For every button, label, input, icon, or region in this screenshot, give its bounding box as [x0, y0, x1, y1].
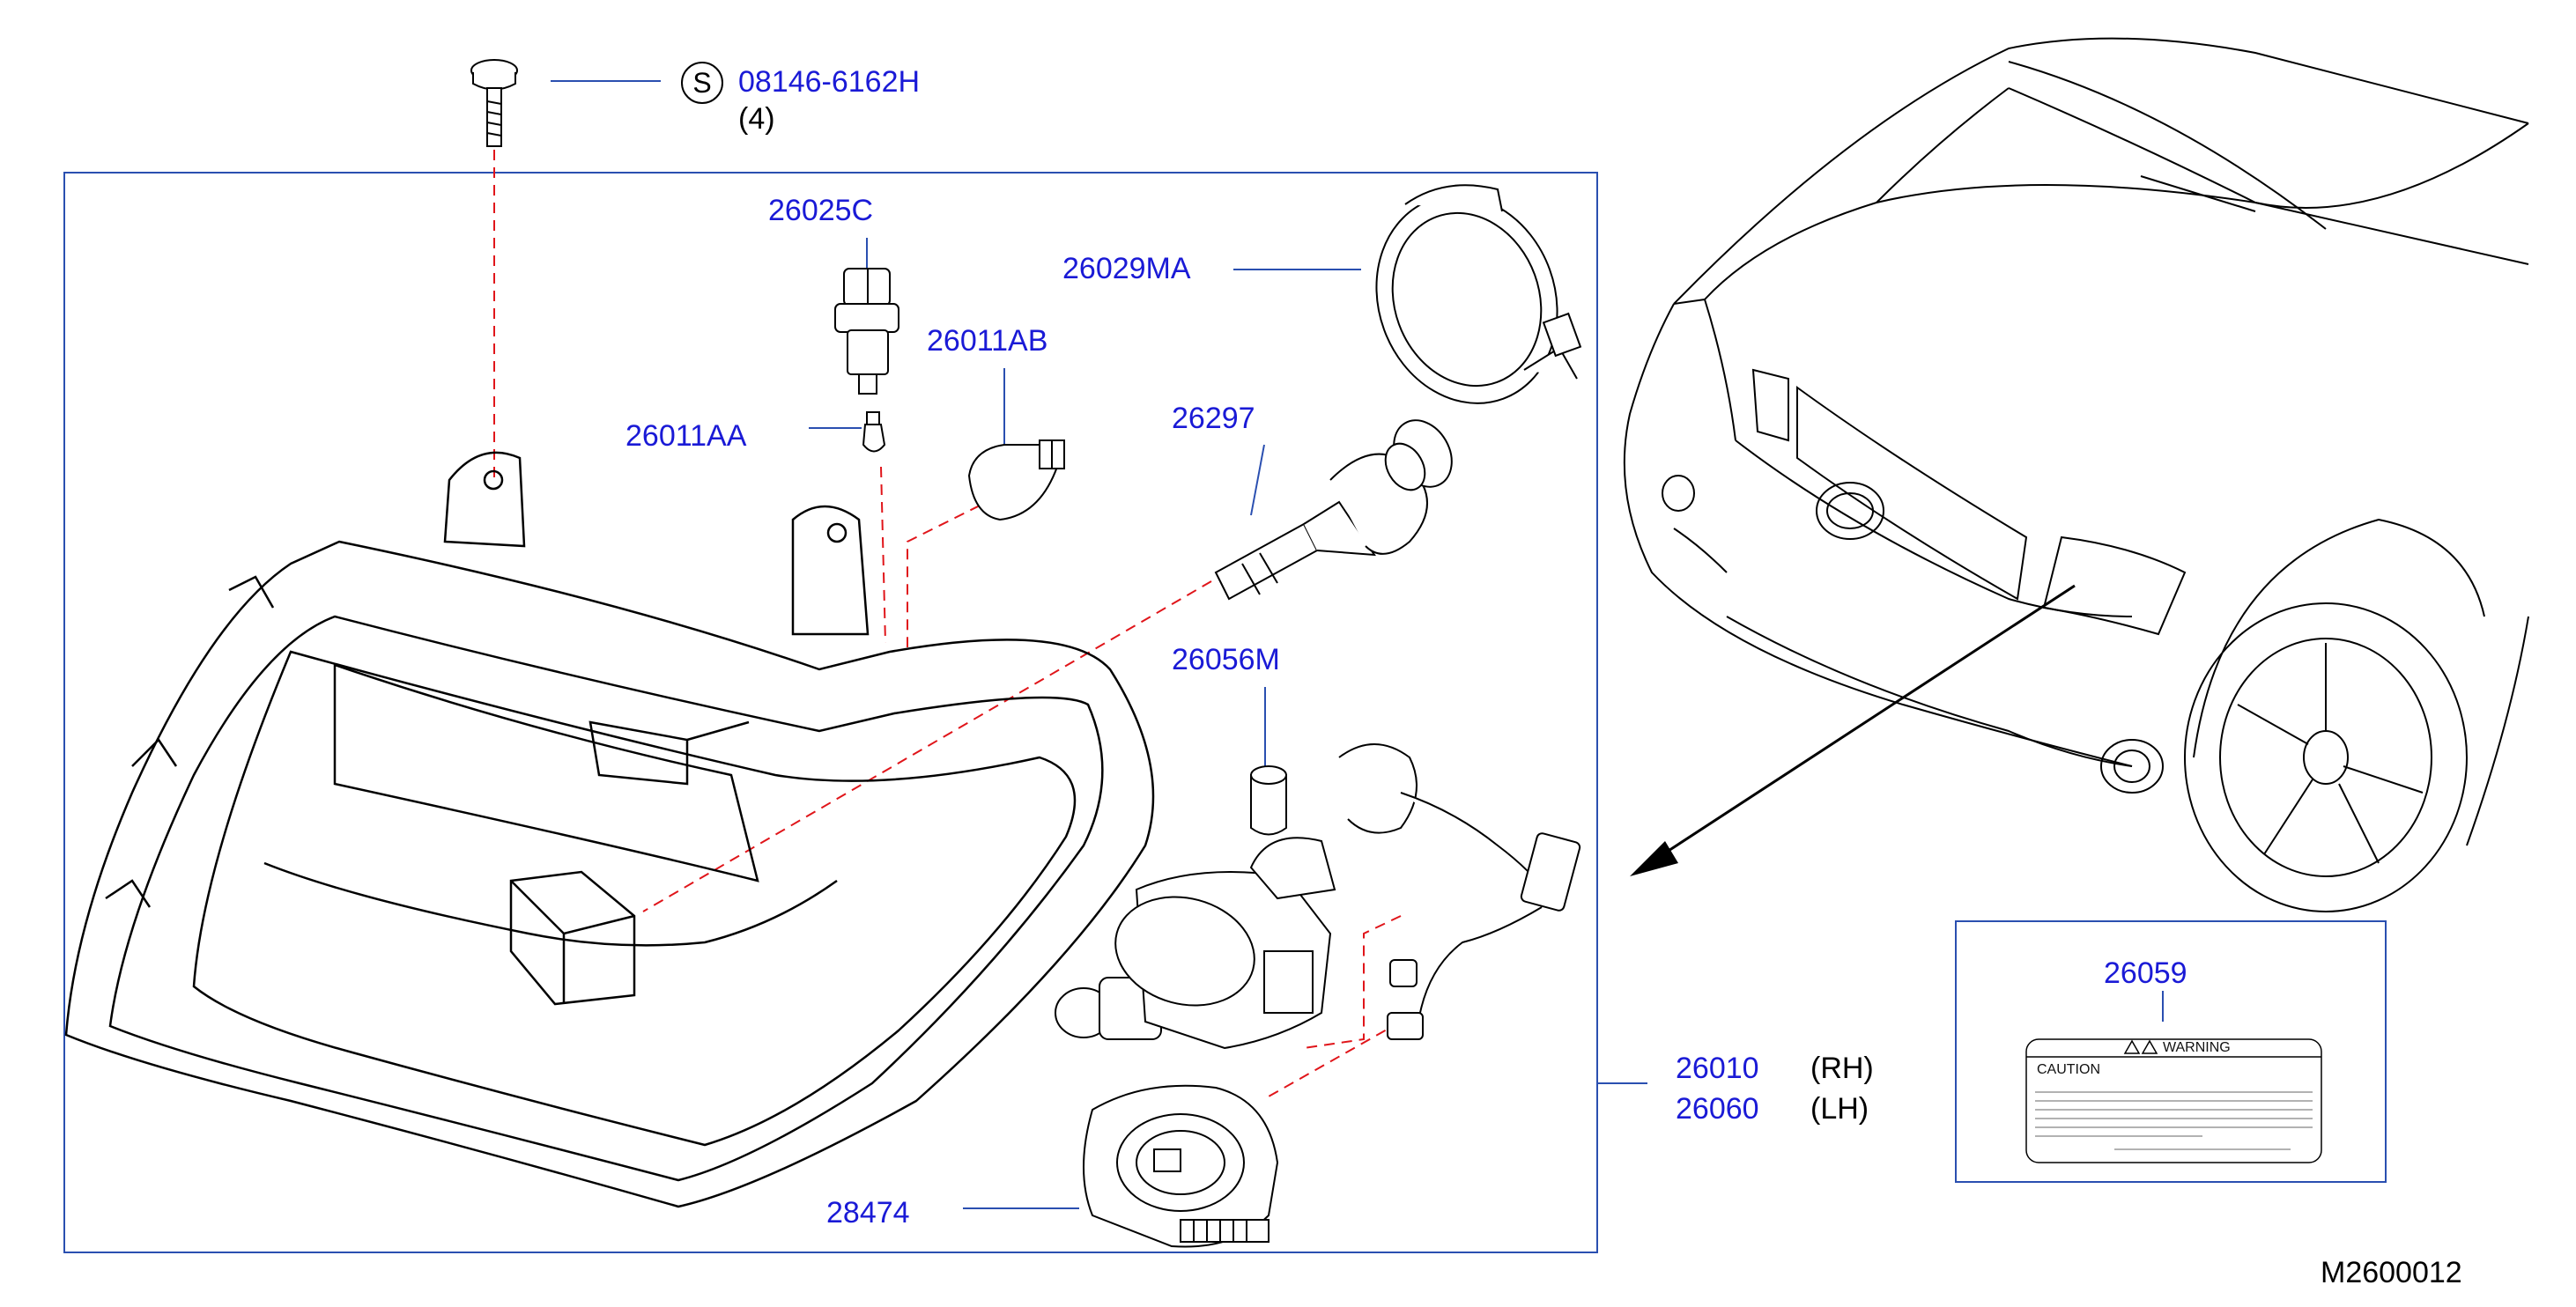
- ballast-drawing: [1083, 1084, 1279, 1248]
- xenon-bulb-drawing: [1214, 419, 1453, 601]
- label-caution-text: CAUTION: [2037, 1062, 2100, 1077]
- part-26297[interactable]: 26297: [1172, 402, 1255, 435]
- leveling-assembly-drawing: [1055, 743, 1581, 1050]
- screw-drawing: [470, 59, 518, 147]
- part-26011AB[interactable]: 26011AB: [927, 324, 1048, 358]
- retaining-ring-drawing: [1375, 184, 1582, 404]
- part-26011AA[interactable]: 26011AA: [625, 419, 747, 453]
- leader-lines: [551, 80, 2164, 1209]
- assembly-rh-side: (RH): [1810, 1052, 1874, 1085]
- warning-label-drawing: [2025, 1038, 2322, 1163]
- headlamp-housing-drawing: [64, 451, 1155, 1208]
- screw-symbol: S: [681, 62, 723, 104]
- screw-quantity: (4): [738, 102, 775, 136]
- dashed-assembly-lines: [493, 150, 1402, 1097]
- part-26056M[interactable]: 26056M: [1172, 643, 1280, 676]
- part-28474[interactable]: 28474: [826, 1196, 910, 1229]
- assembly-lh-side: (LH): [1810, 1092, 1869, 1126]
- assembly-rh-part[interactable]: 26010: [1676, 1052, 1759, 1085]
- label-frame: [1955, 920, 2387, 1183]
- screw-part-number[interactable]: 08146-6162H: [738, 65, 921, 99]
- part-26029MA[interactable]: 26029MA: [1062, 252, 1191, 285]
- turn-bulb-drawing: [967, 439, 1065, 521]
- assembly-lh-part[interactable]: 26060: [1676, 1092, 1759, 1126]
- part-26025C[interactable]: 26025C: [768, 194, 874, 227]
- assembly-frame: [63, 172, 1598, 1253]
- diagram-code: M2600012: [2321, 1256, 2462, 1289]
- vehicle-drawing: [1623, 37, 2529, 912]
- small-bulb-drawing: [862, 411, 886, 453]
- part-26059[interactable]: 26059: [2104, 956, 2187, 990]
- label-warning-text: WARNING: [2163, 1040, 2231, 1055]
- bulb-socket-drawing: [834, 268, 899, 395]
- location-arrow: [1630, 584, 2076, 876]
